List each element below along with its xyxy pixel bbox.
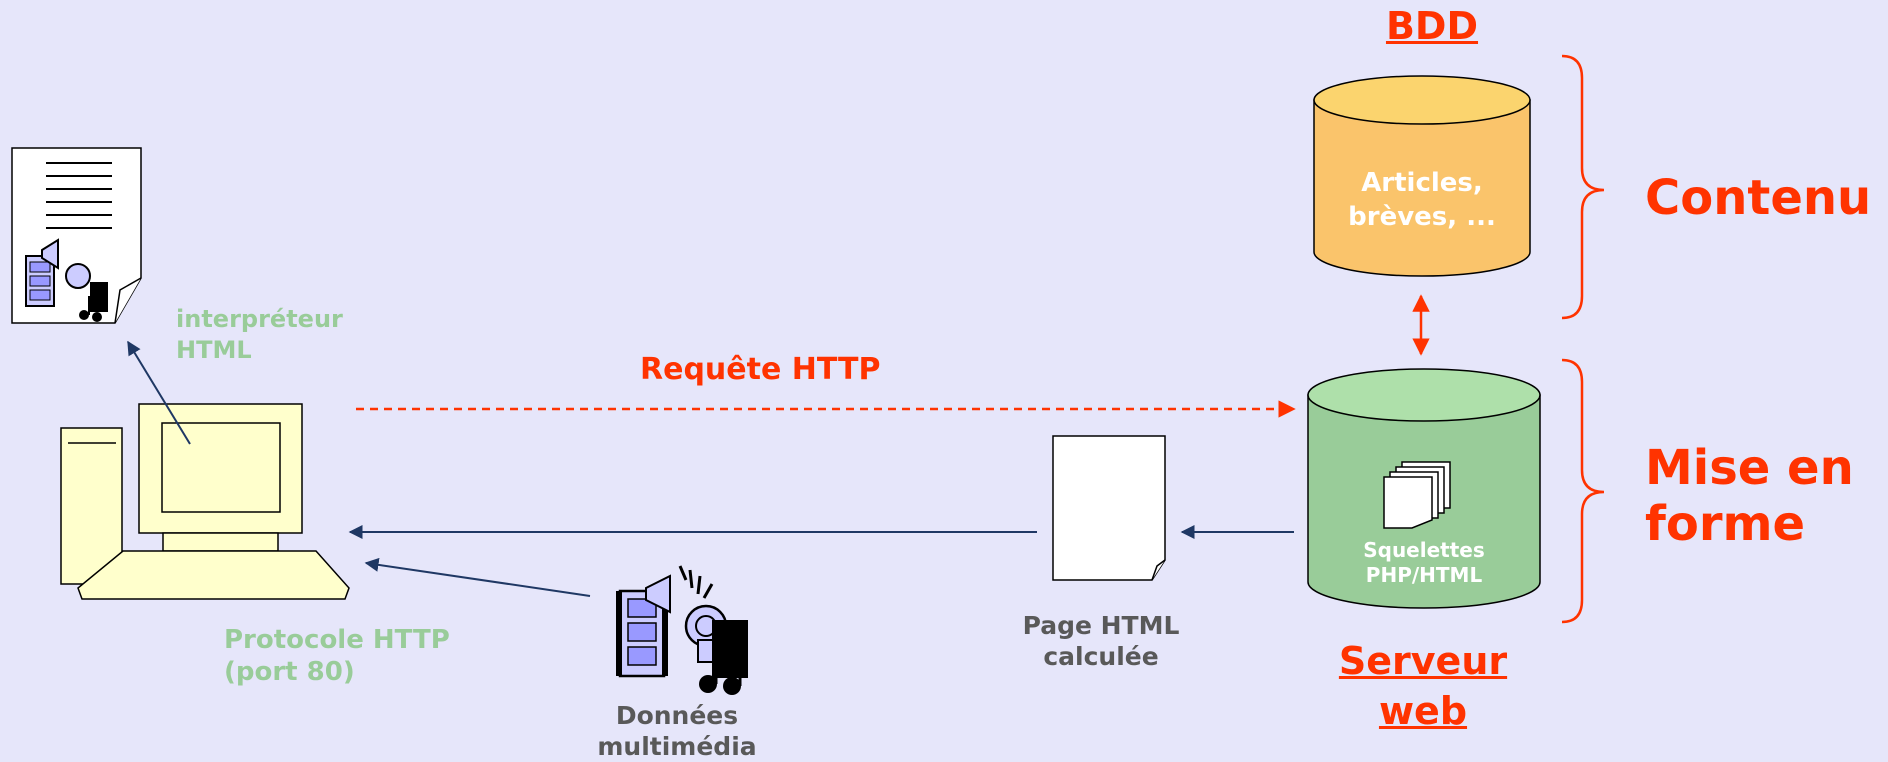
mise-en-forme-brace: [1561, 358, 1605, 624]
protocole-label: Protocole HTTP (port 80): [224, 625, 450, 687]
squelettes-label: Squelettes PHP/HTML: [1363, 538, 1485, 587]
articles-label: Articles, brèves, ...: [1348, 168, 1496, 232]
pages-icon: [1383, 461, 1451, 529]
requete-http-label: Requête HTTP: [640, 352, 881, 387]
interpreteur-label: interpréteur HTML: [176, 305, 343, 364]
serveur-web-label: Serveur web: [1338, 639, 1508, 733]
interpreter-arrow: [127, 340, 191, 445]
computer-icon: [60, 403, 350, 600]
page-icon: [1052, 435, 1166, 581]
contenu-brace: [1561, 54, 1605, 320]
page-html-label: Page HTML calculée: [1022, 611, 1180, 671]
bdd-title: BDD: [1385, 4, 1479, 48]
database-icon: [1313, 75, 1531, 277]
document-icon: [11, 147, 142, 324]
mise-en-forme-label: Mise en forme: [1645, 440, 1854, 552]
contenu-label: Contenu: [1645, 170, 1872, 226]
multimedia-icon: [616, 565, 748, 695]
multimedia-arrow: [364, 557, 591, 597]
donnees-label: Données multimédia: [597, 701, 757, 761]
